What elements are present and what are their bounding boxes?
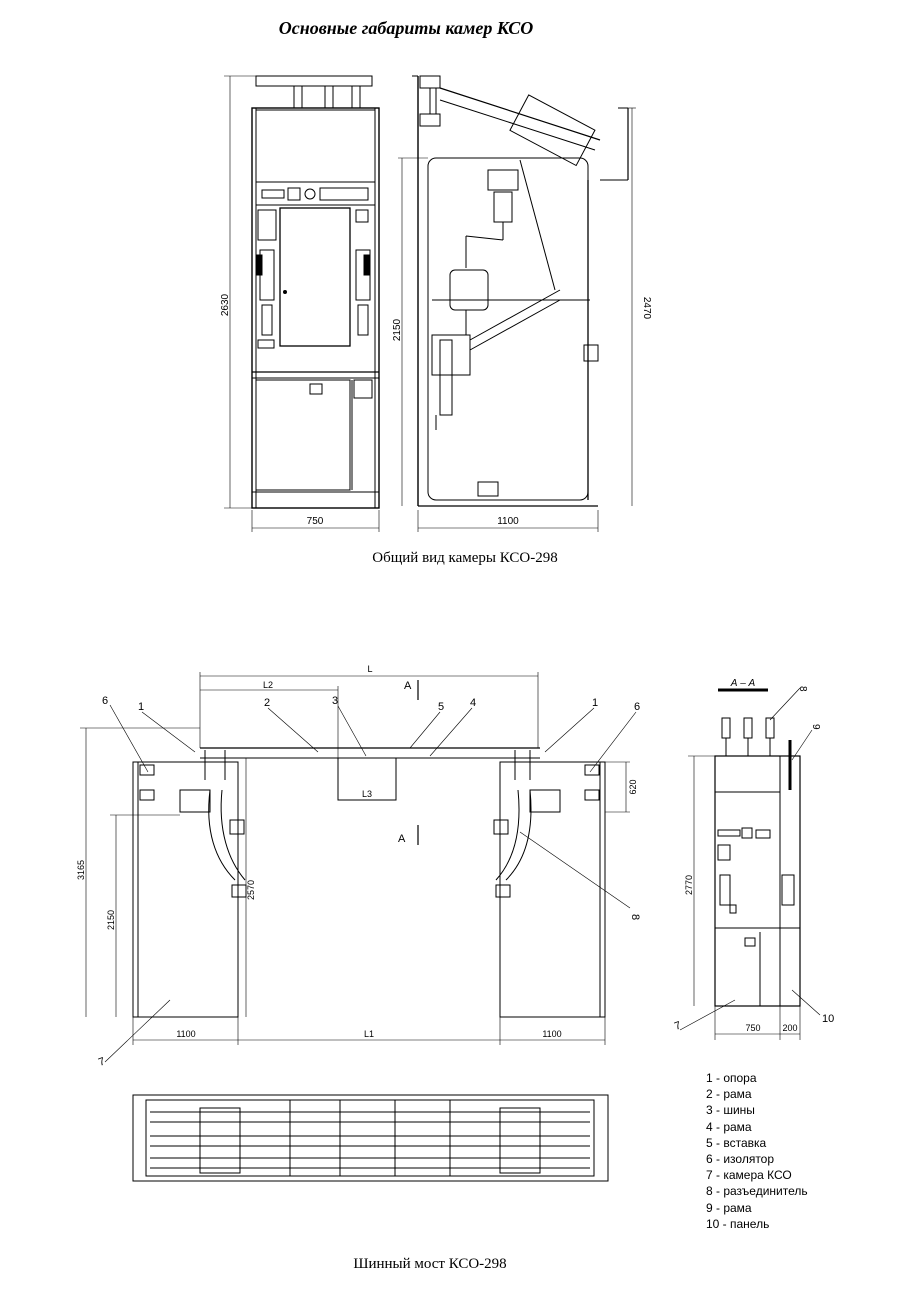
bridge-section-mark-top: А <box>404 680 412 692</box>
bridge-label-2: 2 <box>264 697 270 709</box>
bridge-label-6-right: 6 <box>634 701 640 713</box>
bridge-label-6-left: 6 <box>102 695 108 707</box>
legend-item: 5 - вставка <box>706 1135 767 1150</box>
bridge-dim-l2: L2 <box>263 680 273 690</box>
side-inner-height-dim: 2150 <box>392 318 403 341</box>
bridge-label-3: 3 <box>332 695 338 707</box>
bridge-dim-3165: 3165 <box>76 860 86 880</box>
side-depth-dim: 1100 <box>497 516 519 527</box>
front-height-dim: 2630 <box>220 293 231 316</box>
side-overall-height-dim: 2470 <box>641 297 652 320</box>
section-a-a <box>679 687 821 1040</box>
bridge-dim-l3: L3 <box>362 789 372 799</box>
section-label-8: 8 <box>797 686 808 692</box>
bridge-dim-l: L <box>367 664 372 674</box>
legend-item: 2 - рама <box>706 1087 752 1102</box>
bus-bridge <box>80 672 637 1063</box>
bridge-label-7: 7 <box>97 1055 107 1068</box>
section-label-9: 9 <box>810 724 821 730</box>
legend-item: 6 - изолятор <box>706 1152 775 1167</box>
legend-item: 8 - разъединитель <box>706 1184 808 1199</box>
bridge-dim-left-1100: 1100 <box>176 1029 195 1039</box>
bridge-label-5: 5 <box>438 701 444 713</box>
bridge-label-1-right: 1 <box>592 697 598 709</box>
bridge-label-8: 8 <box>629 914 641 920</box>
section-label-7: 7 <box>673 1019 683 1032</box>
bridge-section-mark-bottom: А <box>398 833 406 845</box>
bridge-dim-2570: 2570 <box>246 880 256 900</box>
legend-item: 7 - камера КСО <box>706 1168 792 1183</box>
front-view <box>224 75 380 532</box>
bridge-dim-l1: L1 <box>364 1029 374 1039</box>
section-dim-200: 200 <box>782 1023 797 1033</box>
side-view <box>398 75 636 532</box>
front-width-dim: 750 <box>307 516 324 527</box>
page-title: Основные габариты камер КСО <box>278 18 534 38</box>
bridge-dim-right-1100: 1100 <box>542 1029 561 1039</box>
caption-general-view: Общий вид камеры КСО-298 <box>372 550 558 566</box>
legend-item: 3 - шины <box>706 1103 755 1118</box>
caption-bus-bridge: Шинный мост КСО-298 <box>353 1256 507 1272</box>
legend: 1 - опора 2 - рама 3 - шины 4 - рама 5 -… <box>706 1070 808 1232</box>
plan-view <box>132 1094 609 1182</box>
section-title: А – А <box>730 678 756 689</box>
bridge-dim-2150: 2150 <box>106 910 116 930</box>
legend-item: 4 - рама <box>706 1119 752 1134</box>
section-label-10: 10 <box>822 1013 834 1025</box>
bridge-label-1-left: 1 <box>138 701 144 713</box>
legend-item: 9 - рама <box>706 1200 752 1215</box>
section-dim-2770: 2770 <box>684 875 694 895</box>
bridge-label-4: 4 <box>470 697 476 709</box>
legend-item: 1 - опора <box>706 1071 757 1085</box>
bridge-dim-620: 620 <box>628 779 638 794</box>
section-dim-750: 750 <box>745 1023 760 1033</box>
legend-item: 10 - панель <box>706 1216 770 1231</box>
